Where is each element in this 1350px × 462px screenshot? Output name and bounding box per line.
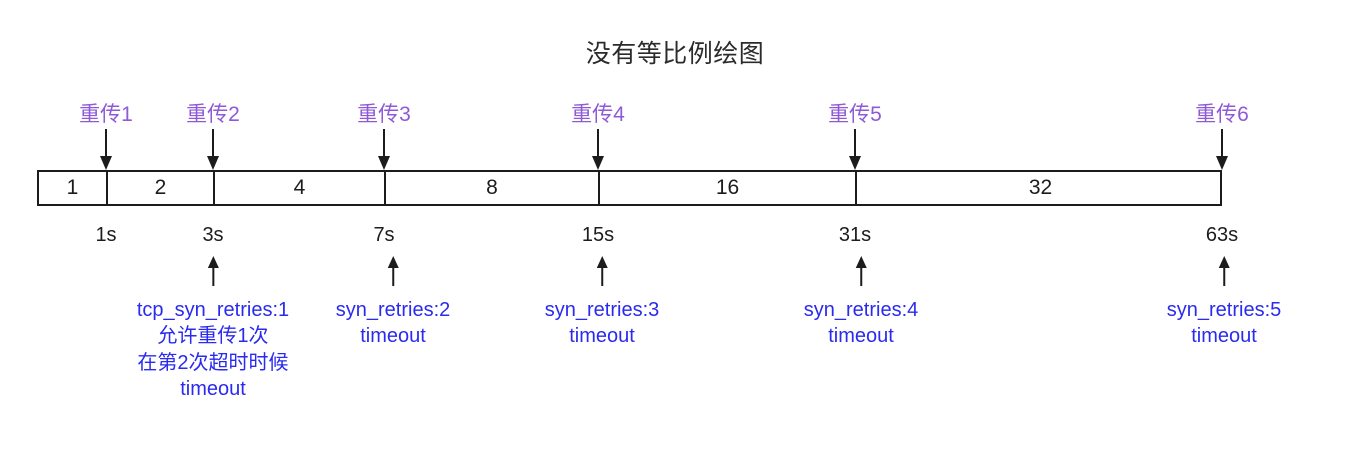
up-arrow-icon	[137, 256, 289, 291]
bar-segment: 4	[215, 172, 386, 204]
down-arrow-icon	[1214, 129, 1231, 176]
down-arrow-icon	[376, 129, 393, 176]
time-tick-label: 1s	[95, 224, 117, 246]
annotation-line: syn_retries:3	[544, 299, 660, 321]
annotation-line: 在第2次超时时候	[137, 351, 289, 374]
page-title: 没有等比例绘图	[585, 40, 765, 68]
bar-segment-label: 32	[1028, 176, 1053, 199]
up-arrow-icon	[545, 256, 660, 291]
bar-segment: 32	[857, 172, 1224, 204]
annotation-1: tcp_syn_retries:1 允许重传1次在第2次超时时候 timeout	[137, 256, 289, 403]
down-arrow-icon	[98, 129, 115, 176]
annotation-line: timeout	[360, 325, 426, 348]
time-tick-label: 7s	[373, 224, 395, 246]
annotation-line: syn_retries:2	[335, 299, 451, 321]
bar-segment-label: 4	[293, 176, 306, 199]
bar-segment-label: 16	[715, 176, 740, 199]
retransmission-label: 重传1	[79, 103, 133, 126]
retransmission-label: 重传3	[357, 103, 411, 126]
bar-segment-label: 1	[66, 176, 79, 199]
retransmission-label: 重传4	[571, 103, 625, 126]
time-tick-label: 15s	[581, 224, 615, 246]
annotation-line: timeout	[828, 325, 894, 348]
bar-segment: 16	[600, 172, 857, 204]
annotation-line: timeout	[180, 378, 246, 401]
up-arrow-icon	[336, 256, 451, 291]
bar-segment-label: 8	[486, 176, 498, 199]
bar-segment: 1	[39, 172, 108, 204]
bar-segment: 8	[386, 172, 600, 204]
annotation-line: syn_retries:4	[803, 299, 919, 321]
retransmission-label: 重传6	[1195, 103, 1249, 126]
annotation-line: timeout	[1191, 325, 1257, 348]
annotation-line: timeout	[569, 325, 635, 348]
annotation-line: 允许重传1次	[157, 325, 269, 348]
up-arrow-icon	[1167, 256, 1282, 291]
annotation-line: tcp_syn_retries:1	[136, 299, 290, 321]
time-tick-label: 3s	[202, 224, 224, 246]
timeline-bar: 1 2 4 8 16 32	[37, 170, 1222, 206]
up-arrow-icon	[804, 256, 919, 291]
down-arrow-icon	[847, 129, 864, 176]
annotation-line: syn_retries:5	[1166, 299, 1282, 321]
down-arrow-icon	[205, 129, 222, 176]
retransmission-label: 重传5	[828, 103, 882, 126]
down-arrow-icon	[590, 129, 607, 176]
annotation-text: tcp_syn_retries:1 允许重传1次在第2次超时时候 timeout	[137, 297, 289, 403]
bar-segment: 2	[108, 172, 215, 204]
time-tick-label: 63s	[1205, 224, 1239, 246]
time-tick-label: 31s	[838, 224, 872, 246]
retransmission-label: 重传2	[186, 103, 240, 126]
bar-segment-label: 2	[154, 176, 167, 199]
